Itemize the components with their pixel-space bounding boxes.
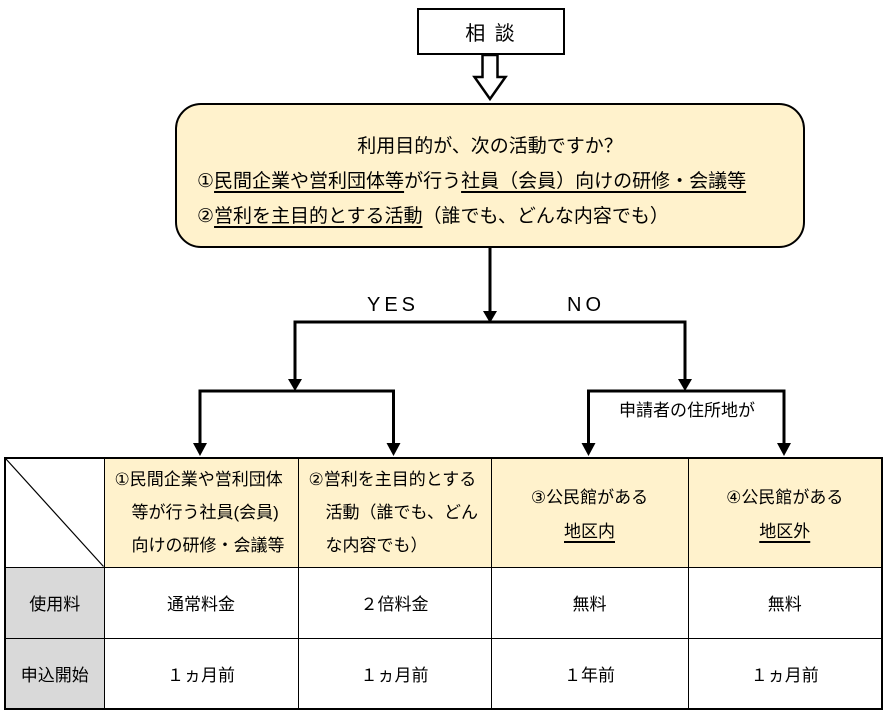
application-cell-3: １年前 xyxy=(490,637,689,710)
start-node: 相 談 xyxy=(417,8,565,55)
decision-drop-arrowhead xyxy=(483,311,497,323)
row-label-fee: 使用料 xyxy=(4,566,105,639)
table-row-fee: 使用料 通常料金 ２倍料金 無料 無料 xyxy=(4,566,883,639)
q3-number: ② xyxy=(197,206,215,227)
fee-table: ①民間企業や営利団体 等が行う社員(会員) 向けの研修・会議等 ②営利を主目的と… xyxy=(4,457,883,710)
header-cell-3-text: ③公民館がある xyxy=(530,488,649,508)
q2-underlined-2: 社員（会員）向けの研修・会議等 xyxy=(461,171,747,192)
application-cell-2: １ヵ月前 xyxy=(297,637,492,710)
no-branch-arrowhead xyxy=(678,379,692,391)
fee-cell-2: ２倍料金 xyxy=(297,566,492,639)
header-cell-1-text: ①民間企業や営利団体 等が行う社員(会員) 向けの研修・会議等 xyxy=(114,470,285,556)
application-cell-1: １ヵ月前 xyxy=(103,637,299,710)
q3-rest: （誰でも、どんな内容でも） xyxy=(422,206,669,227)
question-line-1: 利用目的が、次の活動ですか？ xyxy=(357,136,623,157)
table-header-row: ①民間企業や営利団体 等が行う社員(会員) 向けの研修・会議等 ②営利を主目的と… xyxy=(4,457,883,568)
yes-label: YES xyxy=(366,294,420,316)
corner-cell xyxy=(4,457,105,568)
q2-number: ① xyxy=(197,171,215,192)
col3-arrowhead xyxy=(581,443,596,456)
header-cell-4-underlined: 地区外 xyxy=(759,522,811,542)
header-cell-2: ②営利を主目的とする 活動（誰でも、どん な内容でも） xyxy=(297,457,492,568)
table-row-application-start: 申込開始 １ヵ月前 １ヵ月前 １年前 １ヵ月前 xyxy=(4,637,883,710)
q3-underlined: 営利を主目的とする活動 xyxy=(214,206,423,227)
q2-underlined-1: 民間企業や営利団体等 xyxy=(214,171,405,192)
header-cell-2-text: ②営利を主目的とする 活動（誰でも、どん な内容でも） xyxy=(308,470,479,556)
question-line-2: ①民間企業や営利団体等が行う社員（会員）向けの研修・会議等 xyxy=(177,164,803,199)
row-label-application-start: 申込開始 xyxy=(4,637,105,710)
start-label: 相 談 xyxy=(465,23,517,45)
q2-middle: が行う xyxy=(404,171,462,192)
fee-cell-1: 通常料金 xyxy=(103,566,299,639)
applicant-address-note: 申請者の住所地が xyxy=(619,401,755,420)
application-cell-4: １ヵ月前 xyxy=(687,637,883,710)
question-node: 利用目的が、次の活動ですか？ ①民間企業や営利団体等が行う社員（会員）向けの研修… xyxy=(175,103,805,248)
header-cell-4-text: ④公民館がある xyxy=(726,488,844,508)
col1-arrowhead xyxy=(193,443,207,456)
question-line-3: ②営利を主目的とする活動（誰でも、どんな内容でも） xyxy=(177,199,803,234)
diagonal-line xyxy=(6,459,104,567)
fee-cell-3: 無料 xyxy=(490,566,689,639)
header-cell-3: ③公民館がある 地区内 xyxy=(490,457,689,568)
col2-arrowhead xyxy=(386,443,401,456)
header-cell-3-underlined: 地区内 xyxy=(564,522,615,542)
yes-branch-arrowhead xyxy=(288,379,302,391)
block-arrow-icon xyxy=(472,53,508,102)
no-label: NO xyxy=(567,294,605,316)
header-cell-1: ①民間企業や営利団体 等が行う社員(会員) 向けの研修・会議等 xyxy=(103,457,299,568)
header-cell-4: ④公民館がある 地区外 xyxy=(687,457,883,568)
fee-cell-4: 無料 xyxy=(687,566,883,639)
col4-arrowhead xyxy=(777,443,791,456)
